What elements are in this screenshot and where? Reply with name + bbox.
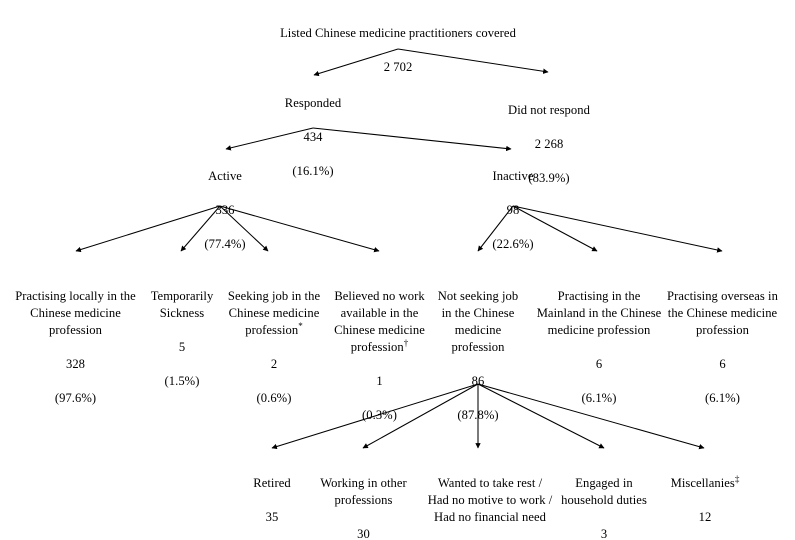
node-practising-overseas-count: 6 bbox=[719, 357, 726, 371]
node-active-percent: (77.4%) bbox=[204, 237, 246, 251]
node-wanted-rest: Wanted to take rest / Had no motive to w… bbox=[420, 458, 560, 540]
node-household-duties: Engaged in household duties 3 (3.5%) bbox=[548, 458, 660, 540]
node-working-other-label: Working in other professions bbox=[320, 476, 407, 507]
node-retired-count: 35 bbox=[265, 510, 279, 524]
node-temporarily-sickness-label: Temporarily Sickness bbox=[150, 289, 214, 320]
node-root-label: Listed Chinese medicine practitioners co… bbox=[280, 26, 516, 40]
node-practising-locally-percent: (97.6%) bbox=[54, 391, 97, 405]
node-miscellanies: Miscellanies‡ 12 (14.0%) bbox=[655, 458, 755, 540]
node-not-seeking-job-label: Not seeking job in the Chinese medicine … bbox=[437, 289, 519, 354]
footnote-marker-double-dagger: ‡ bbox=[734, 473, 740, 484]
node-active-count: 336 bbox=[215, 203, 235, 217]
node-working-other: Working in other professions 30 (34.9%) bbox=[306, 458, 421, 540]
node-root-count: 2 702 bbox=[383, 60, 413, 74]
node-practising-overseas: Practising overseas in the Chinese medic… bbox=[650, 271, 795, 424]
node-not-seeking-job-count: 86 bbox=[471, 374, 485, 388]
node-working-other-count: 30 bbox=[357, 527, 370, 540]
node-believed-no-work-percent: (0.3%) bbox=[362, 408, 397, 422]
node-practising-mainland-count: 6 bbox=[595, 357, 603, 371]
node-practising-mainland: Practising in the Mainland in the Chines… bbox=[525, 271, 673, 424]
footnote-marker-dagger: † bbox=[403, 337, 409, 348]
node-temporarily-sickness-percent: (1.5%) bbox=[164, 374, 200, 388]
node-inactive-label: Inactive bbox=[492, 169, 534, 183]
node-inactive: Inactive 98 (22.6%) bbox=[458, 151, 568, 270]
node-retired-label: Retired bbox=[253, 476, 291, 490]
node-did-not-respond: Did not respond 2 268 (83.9%) bbox=[487, 85, 611, 204]
node-inactive-percent: (22.6%) bbox=[492, 237, 534, 251]
node-responded: Responded 434 (16.1%) bbox=[253, 78, 373, 197]
node-household-duties-count: 3 bbox=[600, 527, 608, 540]
node-temporarily-sickness: Temporarily Sickness 5 (1.5%) bbox=[140, 271, 224, 407]
node-retired: Retired 35 (40.7%) bbox=[229, 458, 315, 540]
node-household-duties-label: Engaged in household duties bbox=[561, 476, 647, 507]
node-practising-locally-count: 328 bbox=[65, 357, 86, 371]
node-seeking-job-count: 2 bbox=[270, 357, 278, 371]
node-inactive-count: 98 bbox=[506, 203, 520, 217]
node-responded-count: 434 bbox=[303, 130, 323, 144]
footnote-marker-asterisk: * bbox=[298, 320, 303, 331]
node-seeking-job-text: Seeking job in the Chinese medicine prof… bbox=[227, 289, 321, 337]
node-practising-locally-label: Practising locally in the Chinese medici… bbox=[15, 289, 136, 337]
node-responded-label: Responded bbox=[284, 96, 342, 110]
node-active-label: Active bbox=[208, 169, 242, 183]
node-practising-overseas-label: Practising overseas in the Chinese medic… bbox=[667, 289, 778, 337]
node-root: Listed Chinese medicine practitioners co… bbox=[248, 8, 548, 93]
node-seeking-job-label: Seeking job in the Chinese medicine prof… bbox=[220, 288, 328, 339]
node-seeking-job: Seeking job in the Chinese medicine prof… bbox=[220, 271, 328, 424]
node-practising-mainland-label: Practising in the Mainland in the Chines… bbox=[536, 289, 662, 337]
node-did-not-respond-label: Did not respond bbox=[508, 103, 590, 117]
node-miscellanies-count: 12 bbox=[698, 510, 712, 524]
node-miscellanies-label: Miscellanies‡ bbox=[655, 473, 755, 492]
node-not-seeking-job-percent: (87.8%) bbox=[457, 408, 499, 422]
node-wanted-rest-label: Wanted to take rest / Had no motive to w… bbox=[427, 476, 553, 524]
node-did-not-respond-percent: (83.9%) bbox=[528, 171, 570, 185]
node-believed-no-work-text: Believed no work available in the Chines… bbox=[334, 289, 425, 354]
node-miscellanies-text: Miscellanies bbox=[670, 476, 735, 490]
node-practising-locally: Practising locally in the Chinese medici… bbox=[4, 271, 147, 424]
node-active: Active 336 (77.4%) bbox=[170, 151, 280, 270]
node-did-not-respond-count: 2 268 bbox=[534, 137, 564, 151]
node-believed-no-work-label: Believed no work available in the Chines… bbox=[327, 288, 432, 356]
node-responded-percent: (16.1%) bbox=[292, 164, 334, 178]
node-not-seeking-job: Not seeking job in the Chinese medicine … bbox=[427, 271, 529, 441]
node-practising-overseas-percent: (6.1%) bbox=[705, 391, 740, 405]
node-practising-mainland-percent: (6.1%) bbox=[581, 391, 617, 405]
node-believed-no-work-count: 1 bbox=[376, 374, 383, 388]
node-seeking-job-percent: (0.6%) bbox=[256, 391, 292, 405]
node-believed-no-work: Believed no work available in the Chines… bbox=[327, 271, 432, 441]
node-temporarily-sickness-count: 5 bbox=[178, 340, 186, 354]
